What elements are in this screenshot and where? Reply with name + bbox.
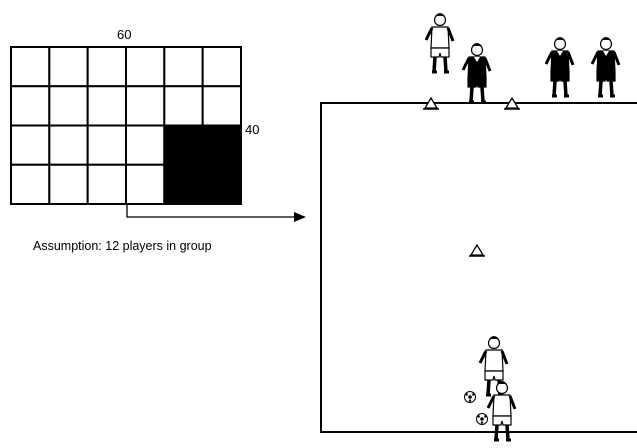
grid-width-label: 60 — [117, 27, 132, 42]
grid-cell — [163, 46, 204, 88]
grid-cell-shaded — [163, 124, 204, 166]
grid-cell — [48, 163, 89, 205]
ball-icon — [464, 391, 476, 403]
assumption-caption: Assumption: 12 players in group — [33, 239, 212, 253]
grid-cell — [86, 85, 127, 127]
grid-cell — [125, 124, 166, 166]
grid-cell — [86, 163, 127, 205]
grid-cell — [86, 124, 127, 166]
grid-height-label: 40 — [245, 122, 260, 137]
grid-cell — [163, 85, 204, 127]
grid-cell-shaded — [201, 124, 243, 166]
grid-cell — [48, 124, 89, 166]
player-light-icon — [424, 11, 455, 74]
training-field — [320, 102, 637, 433]
grid-cell — [125, 85, 166, 127]
area-grid — [10, 46, 243, 205]
player-dark-icon — [461, 41, 492, 104]
ball-icon — [476, 413, 488, 425]
cone-icon — [468, 244, 486, 257]
grid-cell — [125, 46, 166, 88]
grid-cell — [10, 85, 51, 127]
grid-cell — [10, 124, 51, 166]
grid-cell — [201, 85, 243, 127]
player-dark-icon — [590, 35, 621, 98]
grid-cell — [48, 85, 89, 127]
grid-cell-shaded — [163, 163, 204, 205]
grid-cell — [86, 46, 127, 88]
grid-cell — [125, 163, 166, 205]
grid-cell — [201, 46, 243, 88]
grid-cell — [10, 46, 51, 88]
arrow-connector — [126, 205, 306, 222]
player-dark-icon — [544, 35, 575, 98]
grid-cell — [48, 46, 89, 88]
grid-cell — [10, 163, 51, 205]
grid-cell-shaded — [201, 163, 243, 205]
